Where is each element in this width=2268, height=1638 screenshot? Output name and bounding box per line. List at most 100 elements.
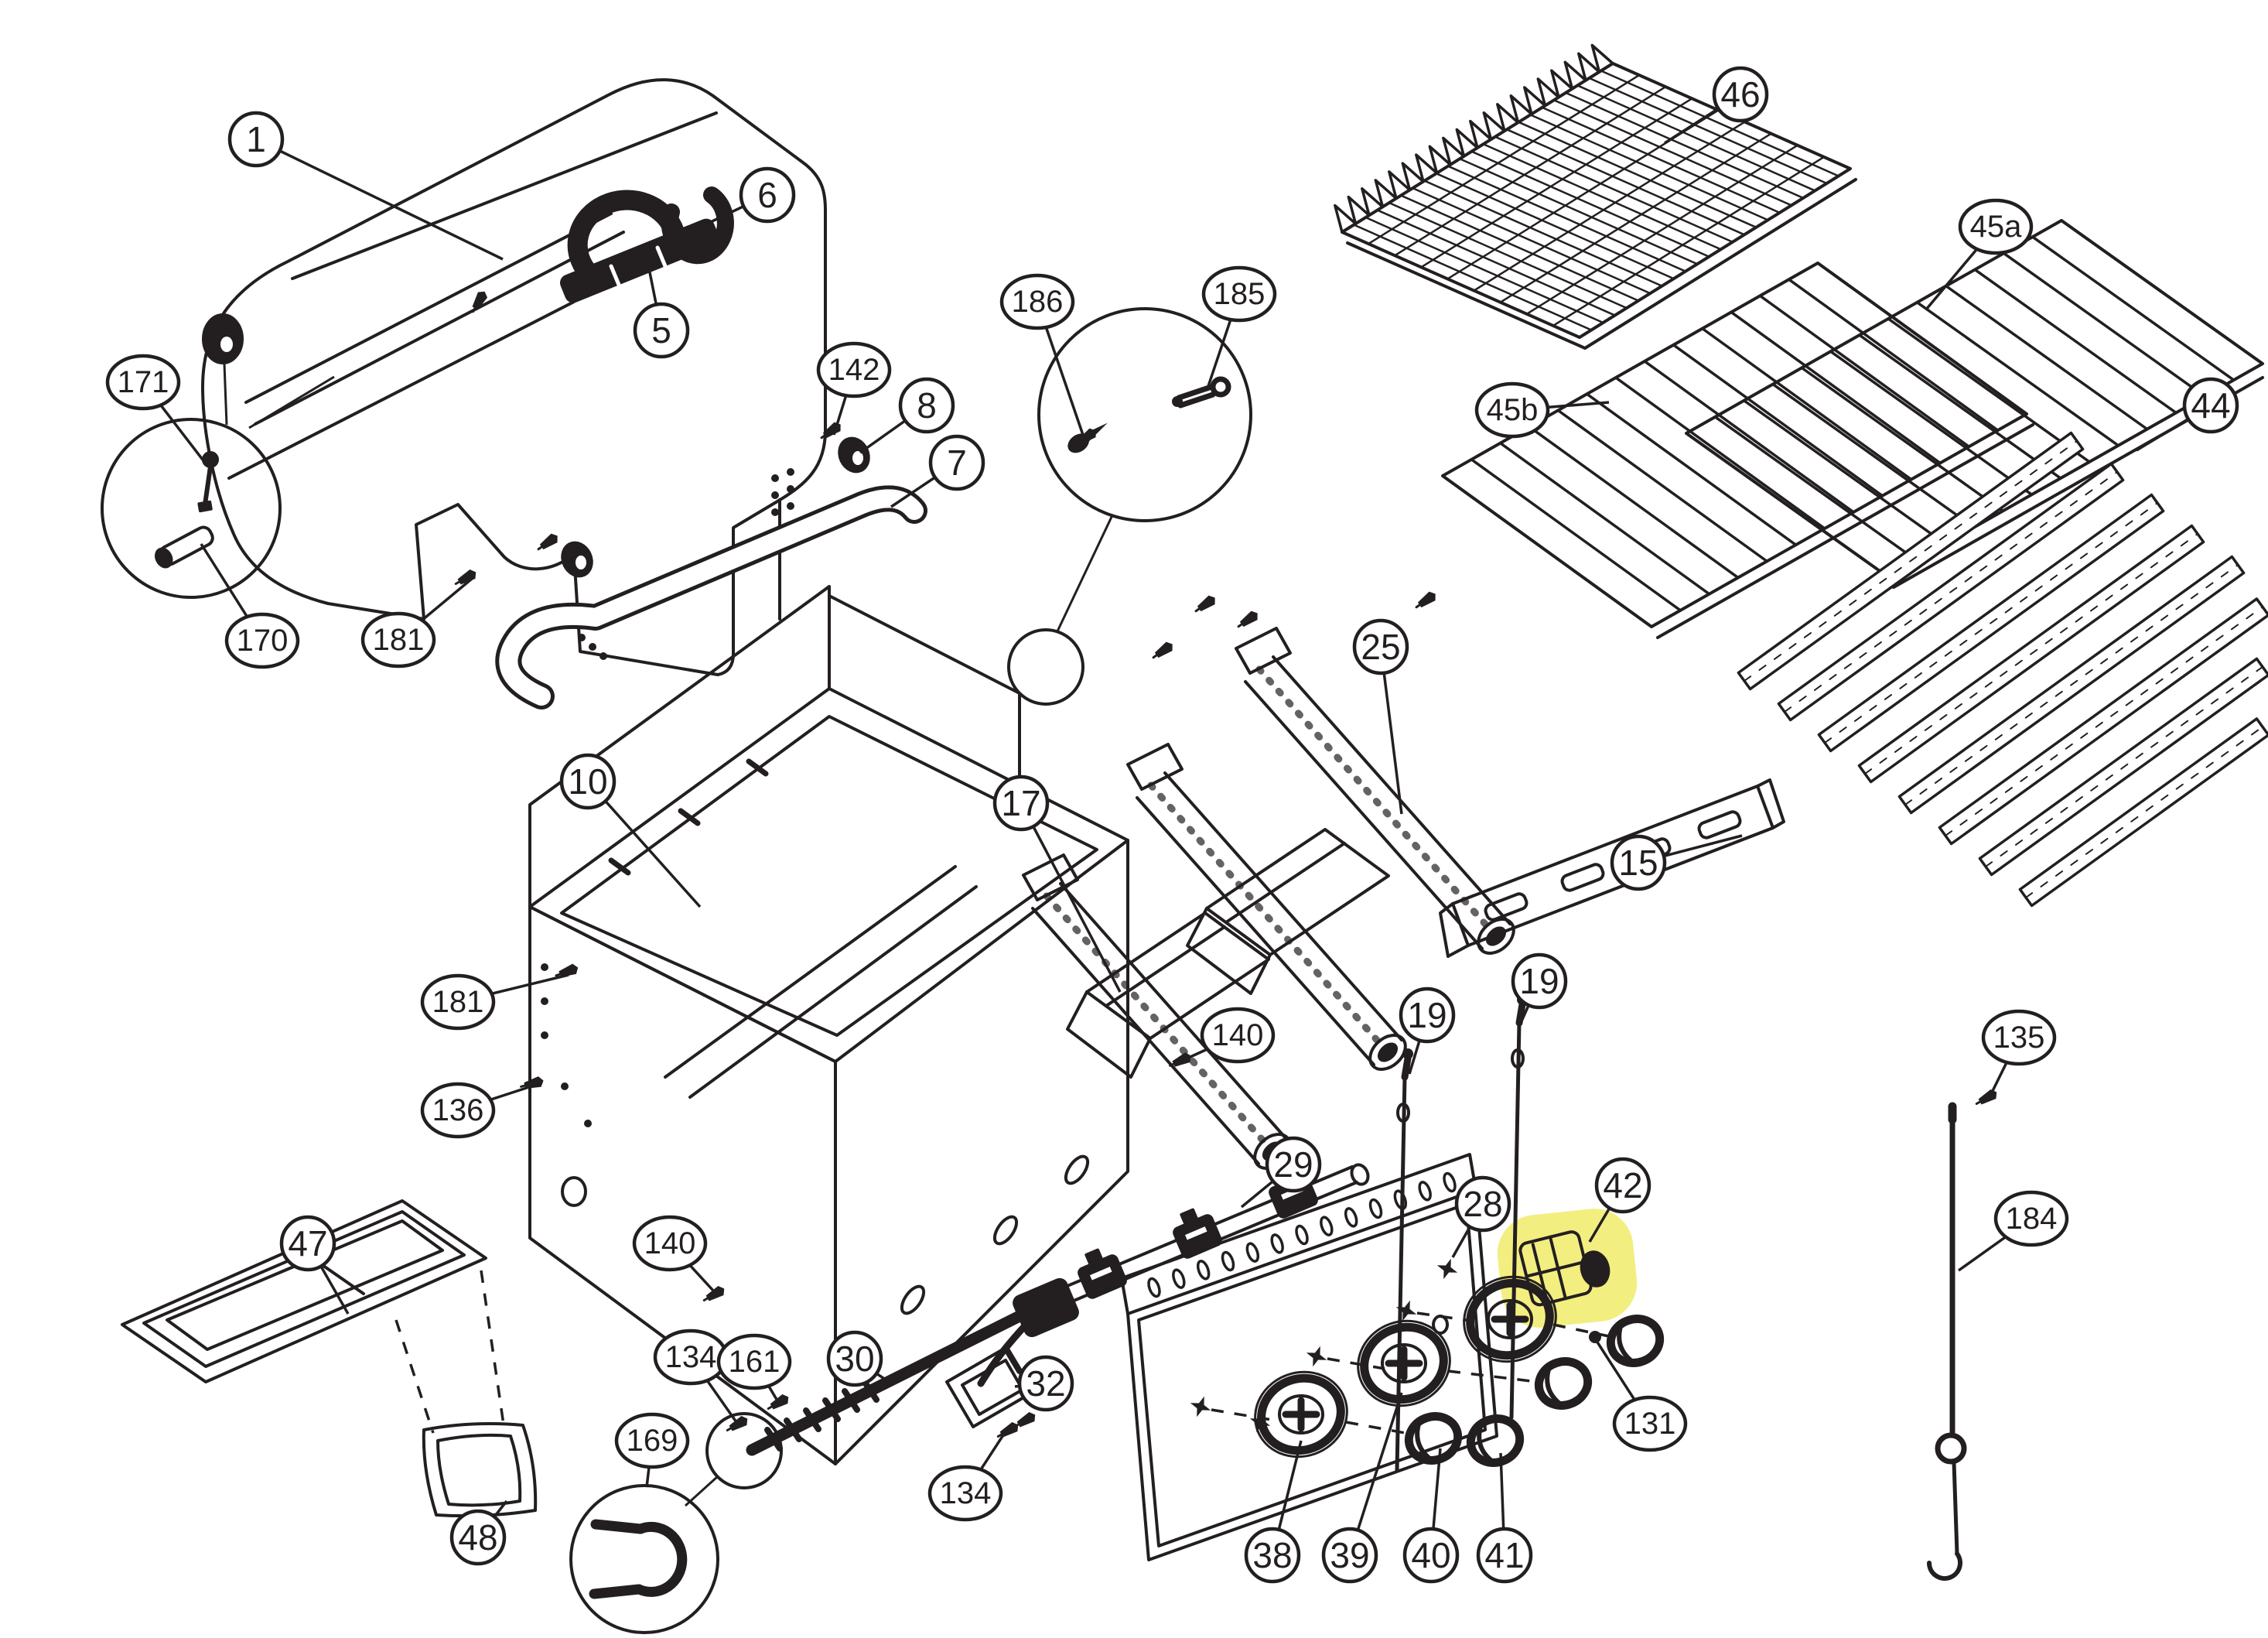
callout-7[interactable]: 7 — [890, 434, 985, 508]
callout-32[interactable]: 32 — [1014, 1355, 1074, 1412]
callout-184-bubble — [1993, 1190, 2069, 1247]
callout-181[interactable]: 181 — [360, 577, 473, 669]
callout-181-bubble — [360, 611, 436, 669]
callout-6-label: 6 — [757, 175, 777, 215]
ground-wire-part — [1927, 1102, 1967, 1581]
callout-8[interactable]: 8 — [859, 377, 955, 454]
callout-48[interactable]: 48 — [449, 1500, 508, 1566]
screw — [996, 1421, 1019, 1438]
callout-134-2[interactable]: 134 — [927, 1431, 1007, 1522]
control-knob — [1404, 1412, 1463, 1465]
callout-134-2-label: 134 — [940, 1476, 992, 1510]
callout-170-label: 170 — [237, 624, 289, 658]
burner-tube-part — [1235, 627, 1515, 955]
callout-136-bubble — [420, 1082, 496, 1139]
callout-135[interactable]: 135 — [1981, 1009, 2057, 1098]
callout-17[interactable]: 17 — [992, 775, 1122, 993]
callout-30[interactable]: 30 — [826, 1330, 892, 1387]
callout-169-bubble — [614, 1412, 690, 1469]
assembly-dashed-line — [1447, 1370, 1539, 1383]
callout-19[interactable]: 19 — [1511, 952, 1568, 1024]
star-screw — [1190, 1396, 1211, 1417]
callout-134[interactable]: 134 — [653, 1329, 738, 1424]
callout-29[interactable]: 29 — [1240, 1136, 1322, 1209]
callout-171[interactable]: 171 — [105, 354, 207, 464]
callout-45a[interactable]: 45a — [1925, 198, 2034, 311]
callout-140-2[interactable]: 140 — [632, 1215, 715, 1292]
callout-186-bubble — [999, 273, 1075, 330]
callout-6[interactable]: 6 — [702, 166, 796, 227]
callout-30-bubble — [826, 1330, 883, 1387]
screw — [1169, 1052, 1191, 1067]
screw — [1237, 610, 1258, 628]
callout-46-bubble — [1712, 66, 1769, 123]
callout-7-bubble — [928, 434, 985, 491]
callout-19-2[interactable]: 19 — [1399, 987, 1456, 1075]
callout-40[interactable]: 40 — [1402, 1448, 1460, 1584]
callout-181-2-bubble — [420, 973, 496, 1031]
callout-38-bubble — [1244, 1527, 1301, 1584]
callout-6-bubble — [739, 166, 796, 224]
callout-142[interactable]: 142 — [816, 341, 892, 436]
callout-171-label: 171 — [118, 365, 169, 399]
callout-7-label: 7 — [947, 443, 967, 483]
control-knob — [1466, 1414, 1525, 1467]
callout-170[interactable]: 170 — [200, 543, 300, 669]
assembly-dashed-line — [1345, 1421, 1410, 1435]
callout-136-label: 136 — [432, 1093, 484, 1127]
lid-part — [201, 78, 827, 676]
callout-17-leader — [1020, 802, 1122, 993]
detail-circle-0 — [101, 418, 282, 599]
callout-28[interactable]: 28 — [1451, 1175, 1511, 1258]
callout-140-bubble — [1200, 1007, 1276, 1064]
callout-185[interactable]: 185 — [1201, 265, 1277, 392]
callout-181-2[interactable]: 181 — [420, 973, 569, 1031]
callout-39[interactable]: 39 — [1321, 1392, 1403, 1584]
callout-25[interactable]: 25 — [1352, 618, 1409, 815]
detail-circle-4 — [705, 1412, 783, 1489]
callout-42[interactable]: 42 — [1588, 1157, 1651, 1243]
detail-circle-2 — [1007, 628, 1084, 706]
screw — [555, 963, 579, 977]
callout-1-label: 1 — [246, 119, 266, 159]
callout-39-label: 39 — [1330, 1535, 1369, 1575]
knob-bezel — [1254, 1370, 1348, 1458]
manifold-part — [977, 1163, 1370, 1387]
callout-131[interactable]: 131 — [1593, 1338, 1688, 1452]
control-panel-part — [1120, 1153, 1601, 1561]
callout-45b[interactable]: 45b — [1474, 381, 1610, 439]
callout-169[interactable]: 169 — [614, 1412, 690, 1488]
callout-44[interactable]: 44 — [2136, 377, 2239, 452]
callout-140[interactable]: 140 — [1183, 1007, 1276, 1064]
screw — [472, 291, 488, 313]
callout-38[interactable]: 38 — [1244, 1440, 1303, 1584]
callout-19-bubble — [1511, 952, 1568, 1010]
callout-15[interactable]: 15 — [1610, 834, 1743, 891]
callout-131-label: 131 — [1624, 1407, 1676, 1441]
callout-41[interactable]: 41 — [1476, 1452, 1533, 1584]
callout-136[interactable]: 136 — [420, 1082, 535, 1139]
star-screw — [1249, 1411, 1271, 1433]
callout-10[interactable]: 10 — [559, 753, 702, 908]
callout-39-leader — [1348, 1392, 1403, 1556]
callout-25-label: 25 — [1361, 627, 1400, 667]
screw — [1194, 595, 1215, 613]
warming-rack-part — [1341, 62, 1857, 350]
detail-connector-line — [223, 363, 228, 426]
callout-47[interactable]: 47 — [279, 1215, 350, 1315]
callout-142-label: 142 — [828, 353, 880, 387]
control-knob — [1534, 1357, 1593, 1410]
detail-connector-line — [1055, 515, 1114, 634]
callout-5[interactable]: 5 — [633, 272, 690, 359]
callout-184[interactable]: 184 — [1957, 1190, 2069, 1272]
callout-1[interactable]: 1 — [227, 111, 504, 261]
callout-32-bubble — [1017, 1355, 1074, 1412]
callout-15-label: 15 — [1618, 843, 1658, 883]
callout-46[interactable]: 46 — [1664, 66, 1769, 145]
screw — [820, 422, 841, 439]
callout-186[interactable]: 186 — [999, 273, 1084, 436]
callout-25-bubble — [1352, 618, 1409, 675]
callout-5-label: 5 — [651, 310, 671, 351]
burner-tube-part — [1126, 743, 1407, 1071]
callout-161[interactable]: 161 — [716, 1333, 792, 1403]
